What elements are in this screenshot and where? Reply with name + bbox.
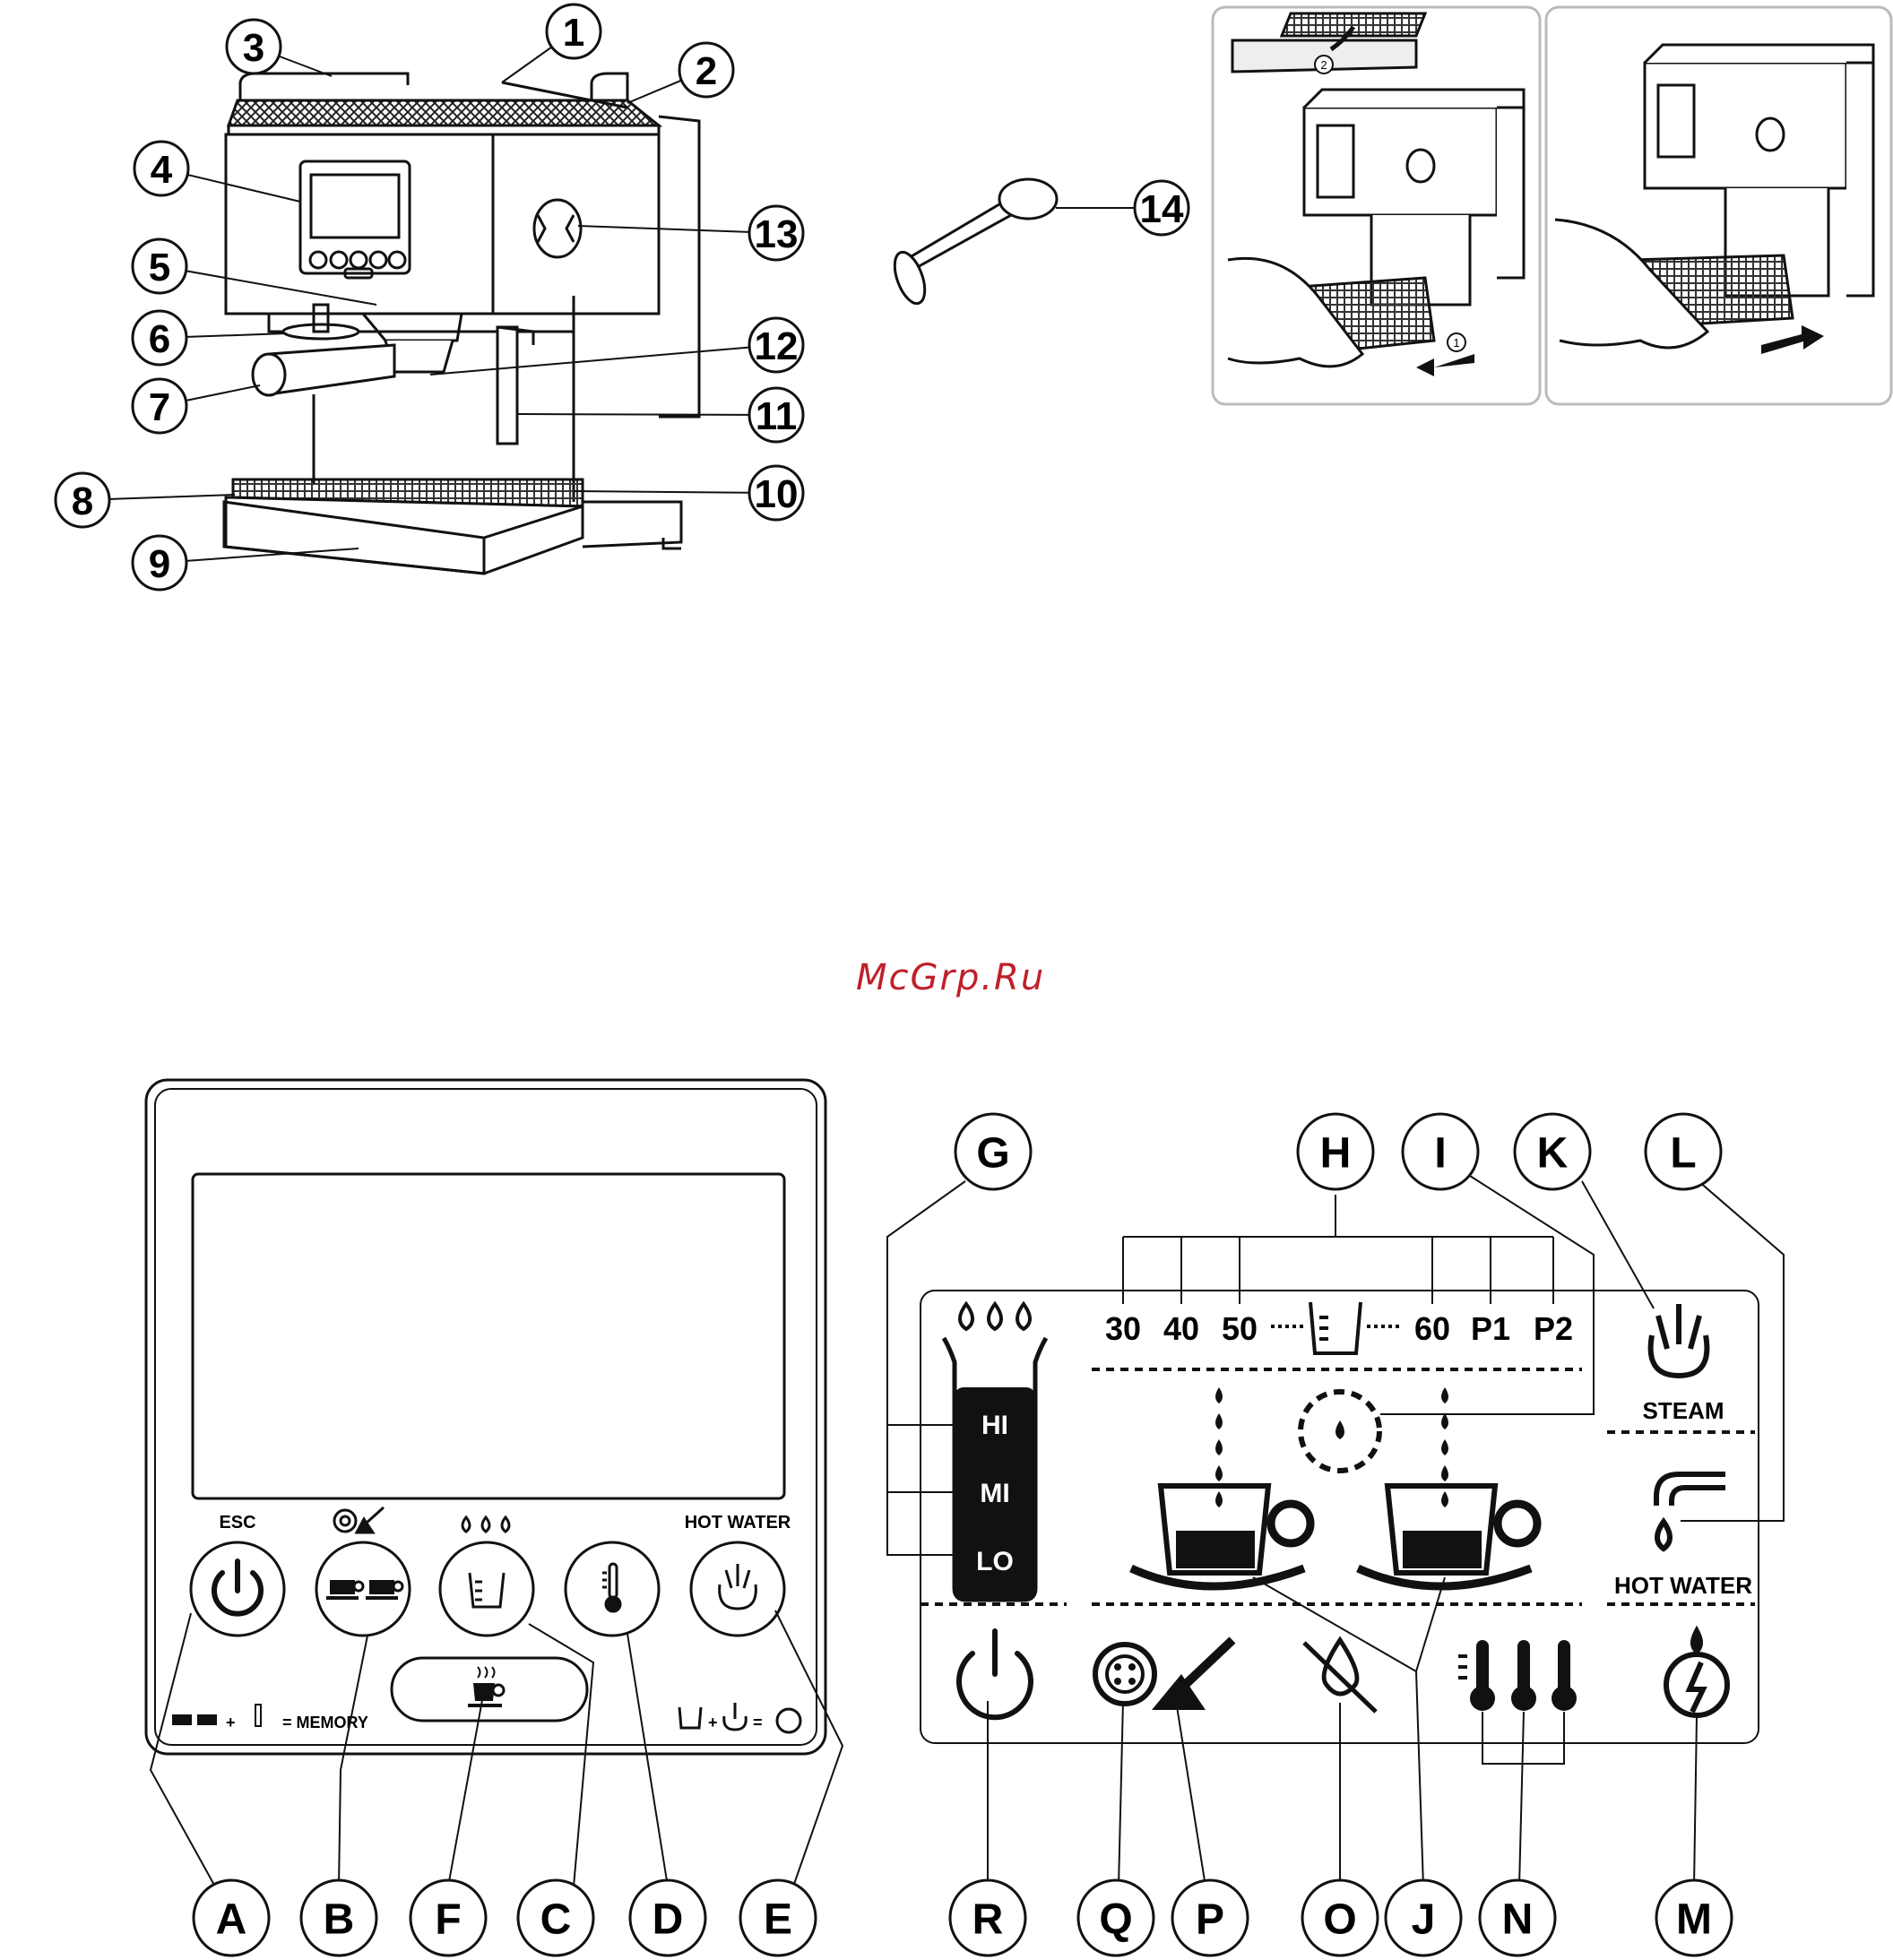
callout-label: 14 <box>1140 187 1184 231</box>
callout-label: A <box>216 1895 247 1943</box>
volume-p1: P1 <box>1471 1310 1510 1347</box>
callout-label: P <box>1196 1895 1224 1943</box>
callout-label: 13 <box>755 212 799 256</box>
callout-label: I <box>1434 1129 1446 1177</box>
callout-label: Q <box>1099 1895 1132 1943</box>
callout-label: G <box>976 1129 1009 1177</box>
callout-b: B <box>301 1880 376 1956</box>
watermark: McGrp.Ru <box>856 957 1045 998</box>
power-button[interactable] <box>191 1542 284 1636</box>
callout-label: 12 <box>755 324 799 368</box>
temperature-button[interactable] <box>566 1542 659 1636</box>
callout-10: 10 <box>574 466 803 520</box>
callout-label: K <box>1537 1129 1569 1177</box>
callout-a: A <box>194 1880 269 1956</box>
callout-label: L <box>1670 1129 1696 1177</box>
callout-12: 12 <box>430 318 803 375</box>
svg-text:=: = <box>753 1714 763 1731</box>
lcd-screen-outline <box>193 1174 784 1498</box>
volume-60: 60 <box>1414 1310 1450 1347</box>
svg-text:+: + <box>226 1714 236 1731</box>
callout-label: 10 <box>755 472 799 516</box>
callout-label: 6 <box>149 317 170 361</box>
callout-r: R <box>950 1880 1025 1956</box>
level-mi: MI <box>980 1479 1009 1508</box>
callout-label: 9 <box>149 542 170 586</box>
callout-label: B <box>324 1895 355 1943</box>
callout-i: I <box>1403 1114 1478 1189</box>
callout-j: J <box>1386 1880 1461 1956</box>
callout-14: 14 <box>1056 181 1189 235</box>
hot-water-display-label: HOT WATER <box>1614 1572 1752 1599</box>
callout-d: D <box>630 1880 705 1956</box>
memory-label: = MEMORY <box>282 1714 368 1731</box>
volume-30: 30 <box>1105 1310 1141 1347</box>
steam-button[interactable] <box>691 1542 784 1636</box>
callout-11: 11 <box>517 388 803 442</box>
callout-label: 4 <box>151 148 173 192</box>
callout-label: N <box>1502 1895 1534 1943</box>
display-legend: HI MI LO 30 40 50 60 P1 P2 <box>887 1176 1784 1887</box>
callout-m: M <box>1656 1880 1732 1956</box>
callout-1: 1 <box>502 4 601 82</box>
callout-label: 11 <box>756 394 798 438</box>
callout-label: R <box>972 1895 1004 1943</box>
hot-water-label: HOT WATER <box>685 1513 791 1533</box>
callout-k: K <box>1515 1114 1590 1189</box>
svg-text:+: + <box>708 1714 718 1731</box>
brew-button[interactable] <box>392 1658 587 1721</box>
esc-label: ESC <box>219 1513 255 1533</box>
callout-h: H <box>1298 1114 1373 1189</box>
callout-3: 3 <box>227 20 332 76</box>
callout-p: P <box>1172 1880 1248 1956</box>
callout-label: 1 <box>563 11 584 55</box>
steam-label: STEAM <box>1643 1397 1724 1424</box>
callout-label: J <box>1412 1895 1436 1943</box>
volume-50: 50 <box>1222 1310 1258 1347</box>
volume-p2: P2 <box>1534 1310 1573 1347</box>
callout-label: E <box>764 1895 792 1943</box>
callout-label: F <box>435 1895 461 1943</box>
drip-tray-removal-illustration: 1 2 <box>1213 7 1891 404</box>
volume-40: 40 <box>1163 1310 1199 1347</box>
espresso-machine-drawing <box>224 73 699 574</box>
callout-7: 7 <box>133 379 260 433</box>
level-hi: HI <box>981 1411 1008 1440</box>
callout-label: 2 <box>696 49 717 93</box>
callout-f: F <box>411 1880 486 1956</box>
callout-8: 8 <box>56 473 235 527</box>
double-cup-button[interactable] <box>316 1542 410 1636</box>
callout-label: 5 <box>149 246 170 289</box>
callout-o: O <box>1302 1880 1378 1956</box>
measure-button[interactable] <box>440 1542 533 1636</box>
callout-q: Q <box>1078 1880 1154 1956</box>
callout-label: O <box>1323 1895 1356 1943</box>
step-2-label: 2 <box>1320 58 1327 72</box>
level-lo: LO <box>976 1547 1014 1576</box>
control-panel-drawing <box>146 1080 825 1754</box>
callout-g: G <box>955 1114 1031 1189</box>
callout-label: M <box>1676 1895 1712 1943</box>
callout-label: 8 <box>72 479 93 523</box>
callout-label: 7 <box>149 385 170 429</box>
callout-label: 3 <box>243 26 264 70</box>
callout-c: C <box>518 1880 593 1956</box>
callout-l: L <box>1646 1114 1721 1189</box>
callout-n: N <box>1480 1880 1555 1956</box>
callout-e: E <box>740 1880 816 1956</box>
callout-label: C <box>540 1895 572 1943</box>
callout-label: D <box>653 1895 684 1943</box>
measuring-spoon-drawing <box>889 179 1057 307</box>
callout-2: 2 <box>627 43 733 103</box>
callout-label: H <box>1320 1129 1352 1177</box>
step-1-label: 1 <box>1453 336 1459 350</box>
